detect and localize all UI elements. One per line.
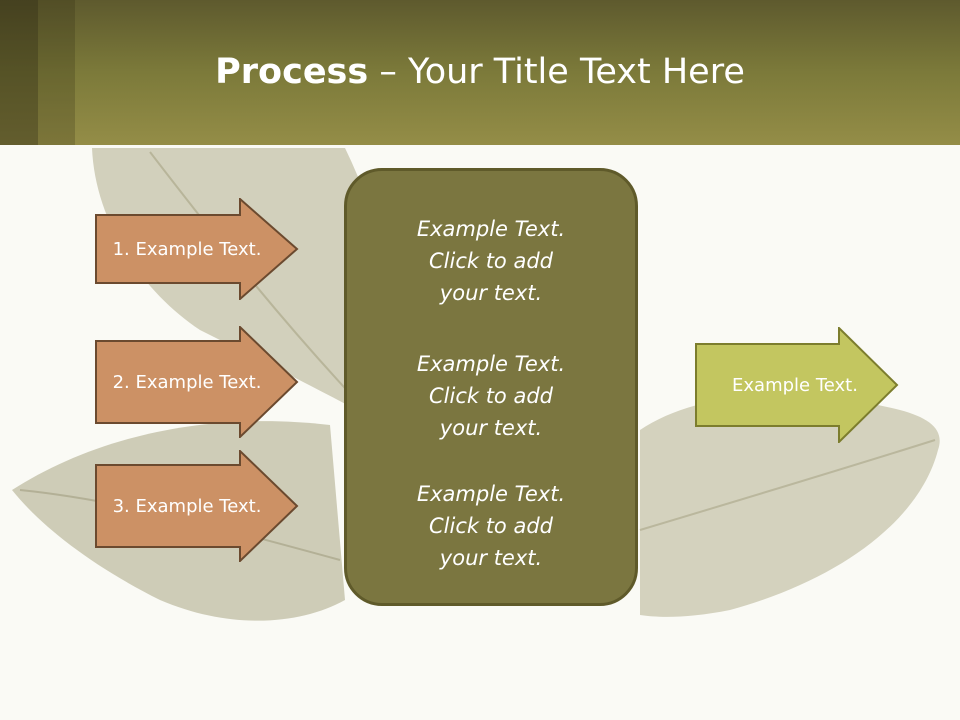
center-line: Click to add xyxy=(428,514,553,538)
slide-title: Process – Your Title Text Here xyxy=(0,52,960,92)
center-text-block-2[interactable]: Example Text. Click to add your text. xyxy=(347,348,635,444)
arrow-right-icon xyxy=(95,450,299,562)
title-banner: Process – Your Title Text Here xyxy=(0,0,960,145)
output-arrow[interactable]: Example Text. xyxy=(695,327,899,443)
arrow-right-icon xyxy=(95,198,299,300)
center-text-block-3[interactable]: Example Text. Click to add your text. xyxy=(347,478,635,574)
output-arrow-label: Example Text. xyxy=(732,374,858,396)
center-content-box[interactable]: Example Text. Click to add your text. Ex… xyxy=(344,168,638,606)
leaf-right xyxy=(640,394,940,617)
center-line: Example Text. xyxy=(416,482,566,506)
center-line: your text. xyxy=(439,546,543,570)
title-bold: Process xyxy=(215,52,369,92)
center-line: Example Text. xyxy=(416,217,566,241)
center-line: Example Text. xyxy=(416,352,566,376)
step-arrow-label: 3. Example Text. xyxy=(112,495,262,517)
center-line: your text. xyxy=(439,281,543,305)
arrow-right-icon xyxy=(695,327,899,443)
center-line: your text. xyxy=(439,416,543,440)
leaf-right-vein xyxy=(639,439,936,531)
center-line: Click to add xyxy=(428,384,553,408)
step-arrow-3[interactable]: 3. Example Text. xyxy=(95,450,299,562)
step-arrow-1[interactable]: 1. Example Text. xyxy=(95,198,299,300)
step-arrow-2[interactable]: 2. Example Text. xyxy=(95,326,299,438)
banner-stripe-light xyxy=(38,0,75,145)
step-arrow-label: 2. Example Text. xyxy=(112,371,262,393)
center-line: Click to add xyxy=(428,249,553,273)
arrow-right-icon xyxy=(95,326,299,438)
center-text-block-1[interactable]: Example Text. Click to add your text. xyxy=(347,213,635,309)
step-arrow-label: 1. Example Text. xyxy=(112,238,262,260)
banner-stripe-dark xyxy=(0,0,38,145)
title-rest: – Your Title Text Here xyxy=(368,52,745,92)
